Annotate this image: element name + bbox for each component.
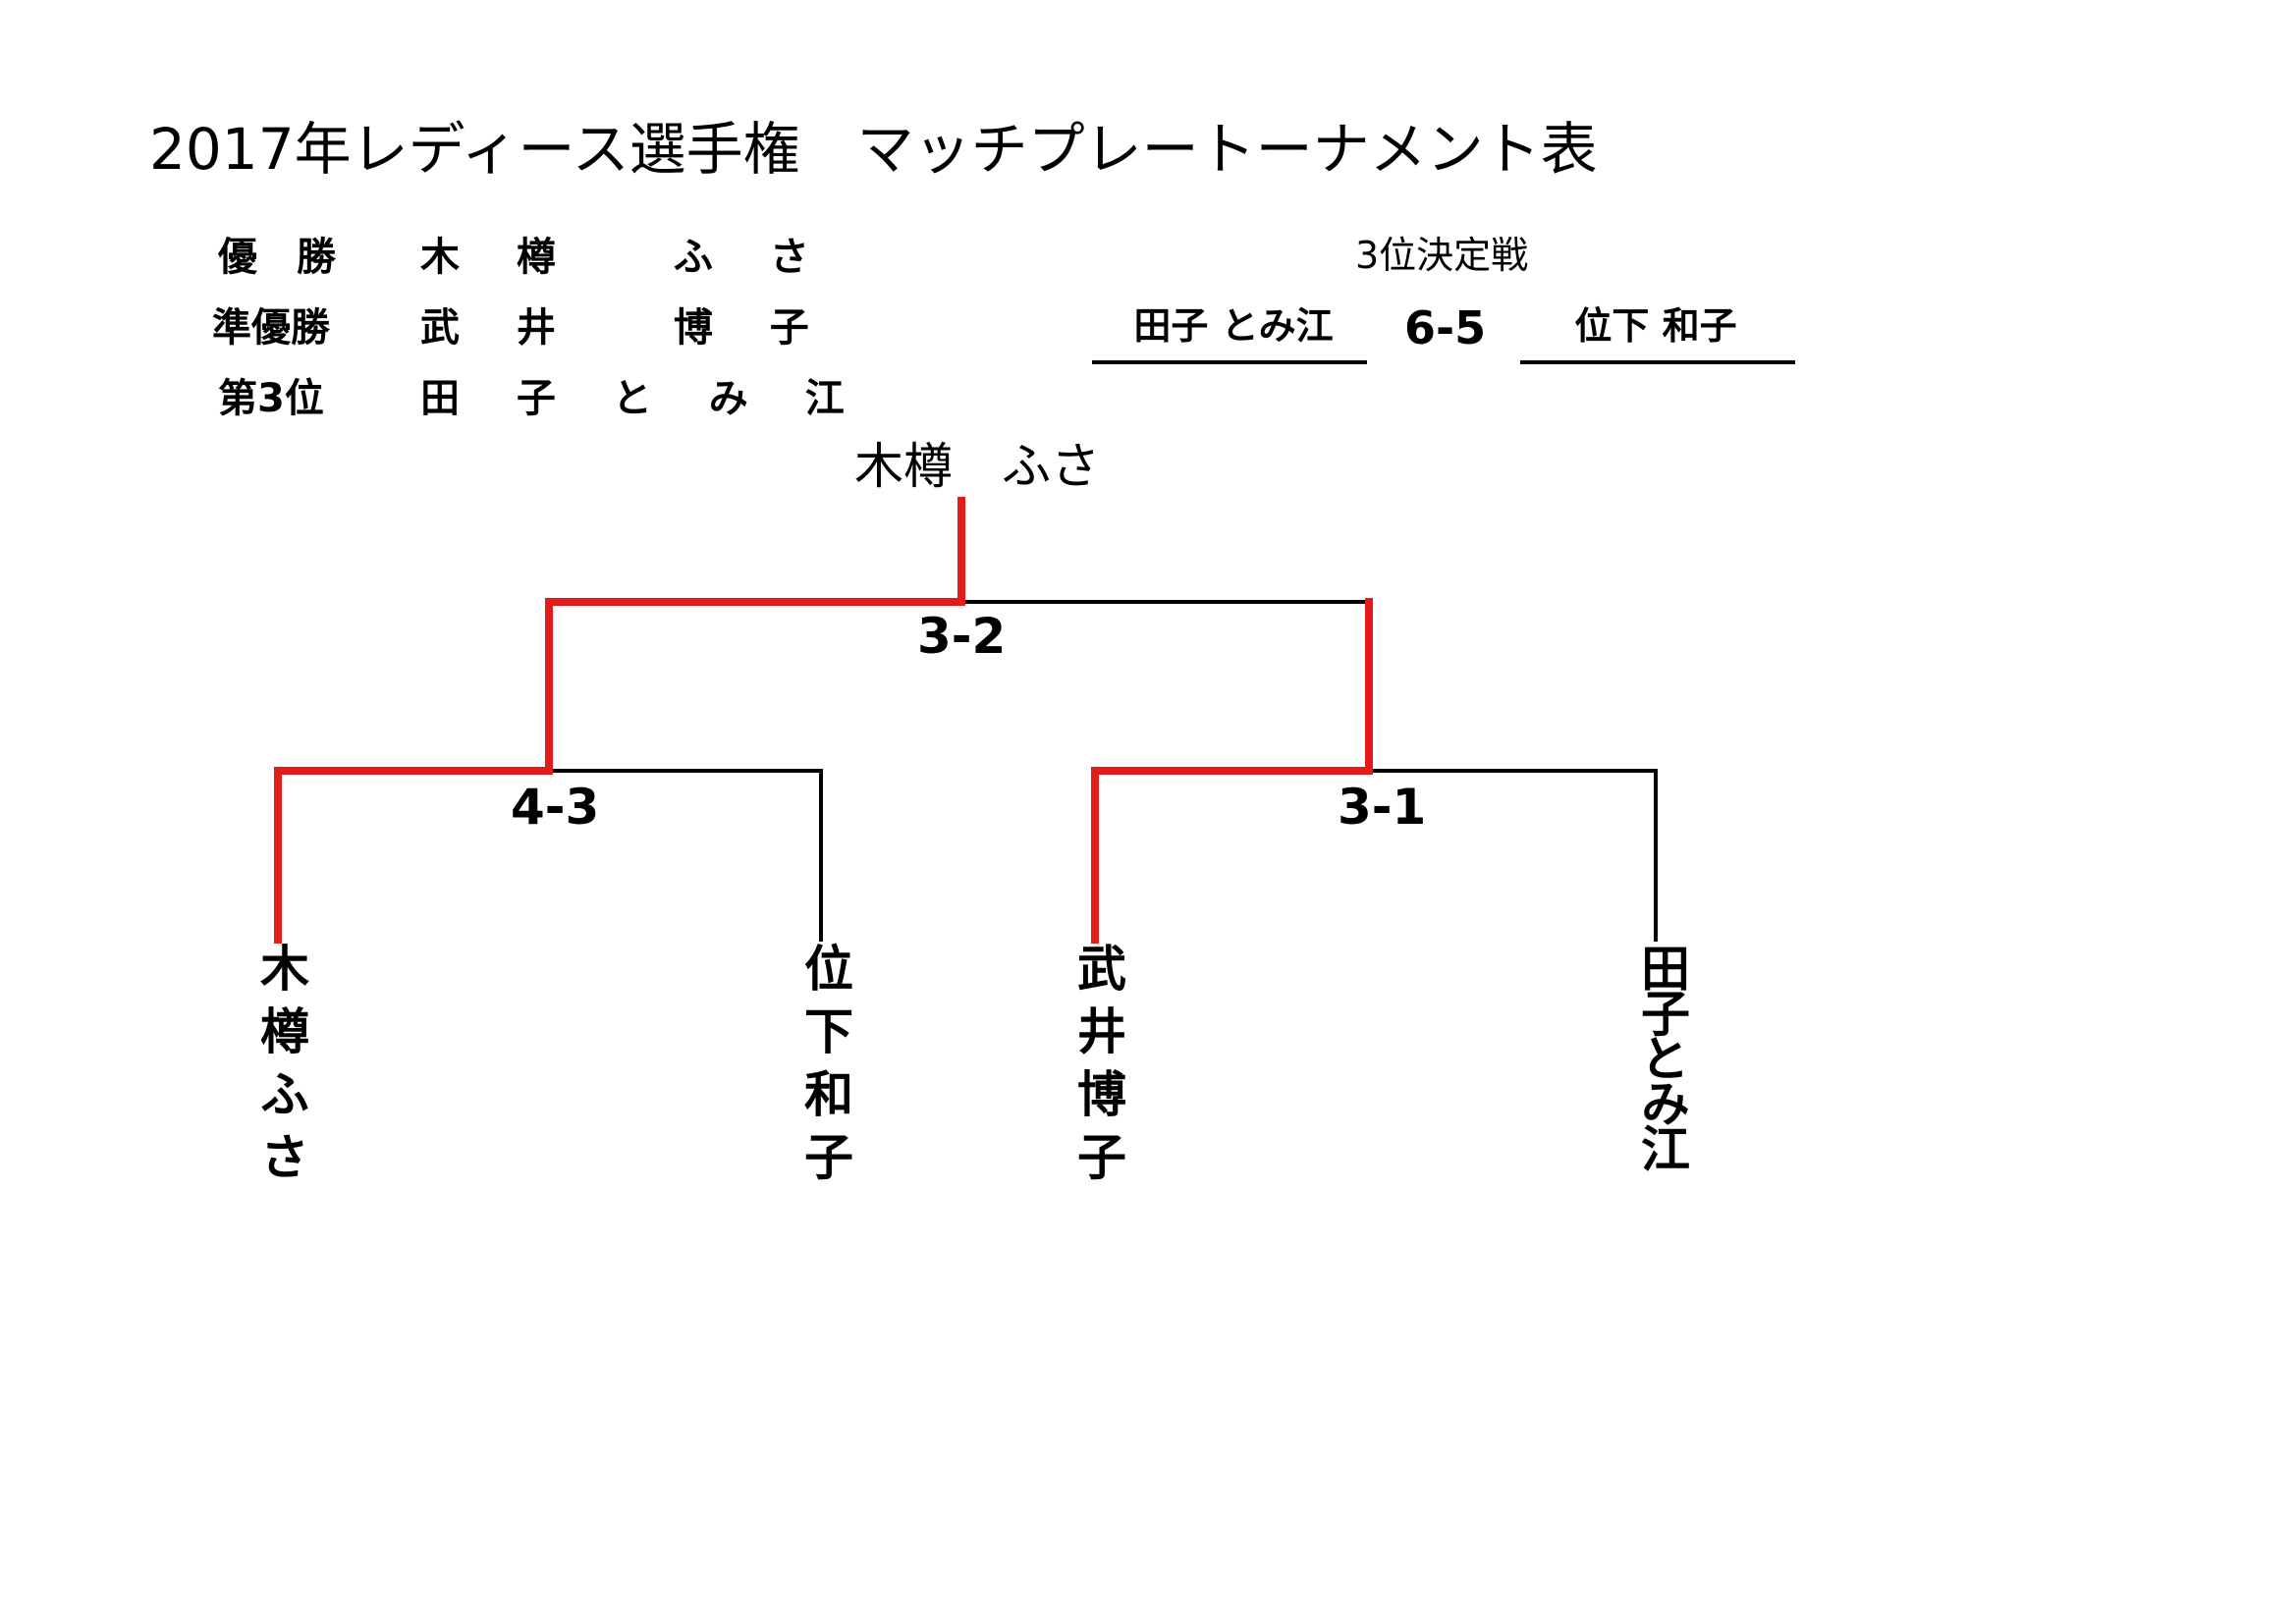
winner-path-right <box>1091 598 1373 944</box>
third-place-left-underline <box>1092 360 1367 364</box>
third-place-name: 田 子 と み 江 <box>420 376 866 421</box>
third-place-left-player: 田子 とみ江 <box>1133 304 1334 348</box>
third-place-score: 6-5 <box>1404 301 1487 354</box>
semifinal-right-score: 3-1 <box>1338 779 1427 836</box>
semifinal-left-score: 4-3 <box>511 779 600 836</box>
bracket-player-1: 木樽ふさ <box>252 943 309 1194</box>
bracket-player-4: 田子とみ江 <box>1633 943 1690 1168</box>
champion-name: 木 樽 ふ さ <box>420 235 831 280</box>
page-title: 2017年レディース選手権 マッチプレートーナメント表 <box>149 116 1598 183</box>
third-place-right-player: 位下 和子 <box>1574 304 1737 348</box>
champion-label: 優 勝 <box>218 235 336 280</box>
bracket-player-3: 武井博子 <box>1069 943 1126 1194</box>
bracket-player-2: 位下和子 <box>796 943 853 1194</box>
third-place-match-heading: 3位決定戦 <box>1355 234 1529 277</box>
third-place-label: 第3位 <box>218 376 324 421</box>
runner-up-label: 準優勝 <box>212 305 330 351</box>
third-place-right-underline <box>1520 360 1795 364</box>
final-score: 3-2 <box>917 608 1007 665</box>
winner-path-left <box>274 497 965 944</box>
semifinal-left-bracket-line <box>547 769 823 942</box>
runner-up-name: 武 井 博 子 <box>420 305 831 351</box>
bracket-champion: 木樽 ふさ <box>854 438 1100 495</box>
semifinal-right-bracket-line <box>1367 769 1658 942</box>
